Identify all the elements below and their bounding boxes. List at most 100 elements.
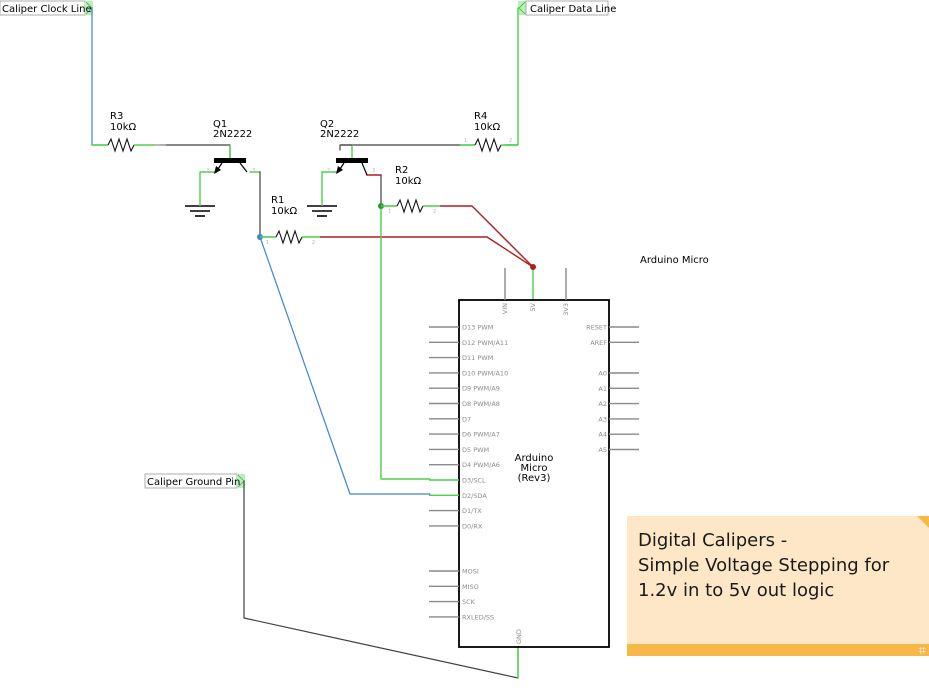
pin-gnd[interactable]: GND <box>515 629 523 644</box>
transistor-ref: Q1 <box>213 119 227 130</box>
net-label-ground[interactable]: Caliper Ground Pin <box>144 473 245 489</box>
pin-label: D6 PWM/A7 <box>462 431 500 439</box>
resistor-r3[interactable]: R3 10kΩ <box>92 111 166 153</box>
pin-a3[interactable]: A3 <box>598 415 639 423</box>
transistor-q2[interactable]: 2 3 Q2 2N2222 <box>320 119 375 176</box>
pin-label: A0 <box>598 370 607 378</box>
pin-number: 2 <box>509 138 512 144</box>
pin-label: A1 <box>598 385 607 393</box>
pin-label: SCK <box>462 598 476 606</box>
pin-miso[interactable]: MISO <box>429 583 479 591</box>
pin-number: 2 <box>206 168 209 174</box>
pin-label: D12 PWM/A11 <box>462 339 508 347</box>
pin-label: GND <box>515 629 523 644</box>
pin-number: 2 <box>327 168 330 174</box>
pin-a4[interactable]: A4 <box>598 431 639 439</box>
pin-a5[interactable]: A5 <box>598 446 639 454</box>
pin-d1-tx[interactable]: D1/TX <box>429 507 482 515</box>
transistor-value: 2N2222 <box>320 129 359 140</box>
pin-label: A3 <box>598 415 607 423</box>
pin-d10-pwm-a10[interactable]: D10 PWM/A10 <box>429 369 508 377</box>
resistor-ref: R4 <box>474 111 487 122</box>
pin-d8-pwm-a8[interactable]: D8 PWM/A8 <box>429 400 500 408</box>
pin-sck[interactable]: SCK <box>429 598 476 606</box>
pin-label: D1/TX <box>462 507 482 515</box>
net-label-text: Caliper Ground Pin <box>147 477 240 488</box>
pin-label: D9 PWM/A9 <box>462 385 500 393</box>
pin-label: A2 <box>598 400 607 408</box>
transistor-q1[interactable]: 2 3 Q1 2N2222 <box>206 119 255 174</box>
resistor-ref: R1 <box>271 195 284 206</box>
pin-d2-sda[interactable]: D2/SDA <box>429 492 487 500</box>
wire-data[interactable] <box>504 7 519 146</box>
wire-r3-q1-base[interactable] <box>159 144 231 159</box>
sticky-note[interactable]: Digital Calipers - Simple Voltage Steppi… <box>627 516 929 656</box>
resistor-r2[interactable]: 1 2 R2 10kΩ <box>381 165 440 215</box>
arduino-title: Arduino Micro <box>640 255 709 266</box>
pin-label: D4 PWM/A6 <box>462 461 500 469</box>
pin-number: 1 <box>464 138 467 144</box>
pin-label: D2/SDA <box>462 492 487 500</box>
net-label-text: Caliper Data Line <box>530 4 616 15</box>
wire-q1-emitter-gnd[interactable] <box>199 171 217 201</box>
emitter-arrow-icon <box>336 166 343 174</box>
wire-q2-emitter-gnd[interactable] <box>321 171 338 201</box>
pin-a2[interactable]: A2 <box>598 400 639 408</box>
pin-a0[interactable]: A0 <box>598 370 639 378</box>
pin-number: 3 <box>372 168 375 174</box>
pin-d7[interactable]: D7 <box>429 415 471 423</box>
pin-mosi[interactable]: MOSI <box>429 568 479 576</box>
pin-label: A4 <box>598 431 607 439</box>
wire-data-to-d3[interactable] <box>380 205 431 480</box>
arduino-body-label: Micro <box>521 463 548 474</box>
pin-d0-rx[interactable]: D0/RX <box>429 522 483 530</box>
pin-aref[interactable]: AREF <box>590 339 639 347</box>
wire-ground[interactable] <box>243 480 519 679</box>
pin-rxled-ss[interactable]: RXLED/SS <box>429 613 494 621</box>
resistor-value: 10kΩ <box>395 176 422 187</box>
arduino-body-label: Arduino <box>515 453 554 464</box>
wire-q2-base-r4[interactable] <box>339 144 461 151</box>
pin-label: D8 PWM/A8 <box>462 400 500 408</box>
pin-reset[interactable]: RESET <box>586 324 639 332</box>
pin-d12-pwm-a11[interactable]: D12 PWM/A11 <box>429 339 508 347</box>
pin-d5-pwm[interactable]: D5 PWM <box>429 446 489 454</box>
pin-5v[interactable]: 5V <box>529 302 537 311</box>
pin-d4-pwm-a6[interactable]: D4 PWM/A6 <box>429 461 500 469</box>
ground-symbol-icon <box>307 200 337 217</box>
ground-symbol-icon <box>185 200 215 217</box>
pin-d11-pwm[interactable]: D11 PWM <box>429 354 493 362</box>
note-bottom-bar <box>627 644 929 656</box>
pin-d3-scl[interactable]: D3/SCL <box>429 477 486 485</box>
pin-label: A5 <box>598 446 607 454</box>
net-label-data[interactable]: Caliper Data Line <box>518 0 616 16</box>
resistor-symbol-icon <box>474 137 502 153</box>
pin-number: 1 <box>266 240 269 246</box>
resistor-symbol-icon <box>396 198 424 214</box>
pin-3v3[interactable]: 3V3 <box>562 268 570 316</box>
wire-r2-5v[interactable] <box>439 205 534 268</box>
pin-a1[interactable]: A1 <box>598 385 639 393</box>
pin-label: D0/RX <box>462 522 483 530</box>
wire-clock-to-d2[interactable] <box>259 236 431 495</box>
resistor-symbol-icon <box>275 229 303 245</box>
pin-label: AREF <box>590 339 607 347</box>
resistor-symbol-icon <box>107 137 135 153</box>
resistor-r4[interactable]: 1 2 R4 10kΩ <box>460 111 518 153</box>
net-label-box <box>525 0 609 16</box>
pin-d13-pwm[interactable]: D13 PWM <box>429 324 493 332</box>
pin-d9-pwm-a9[interactable]: D9 PWM/A9 <box>429 385 500 393</box>
pin-vin[interactable]: VIN <box>501 268 509 314</box>
pin-label: MOSI <box>462 568 479 576</box>
resistor-value: 10kΩ <box>110 122 137 133</box>
resistor-r1[interactable]: 1 2 R1 10kΩ <box>260 195 320 246</box>
resize-grip-icon[interactable] <box>919 647 926 654</box>
wire-r1-5v[interactable] <box>319 236 534 268</box>
pin-label: D7 <box>462 415 471 423</box>
pin-d6-pwm-a7[interactable]: D6 PWM/A7 <box>429 431 500 439</box>
net-label-clock[interactable]: Caliper Clock Line <box>0 0 93 16</box>
net-label-connector <box>85 1 93 15</box>
arduino-body <box>458 299 610 648</box>
